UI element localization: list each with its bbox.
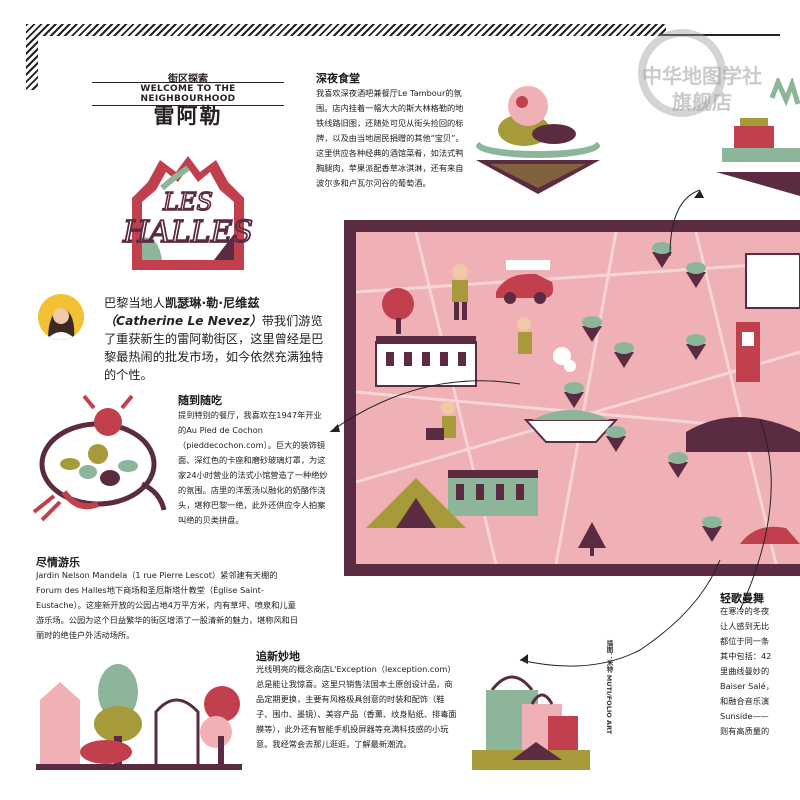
- intro-prefix: 巴黎当地人: [104, 296, 165, 310]
- section-eat-title: 随到随吃: [178, 394, 222, 407]
- watermark: 中华地图学社 旗舰店: [612, 18, 792, 128]
- les-halles-logo: LES HALLES: [121, 156, 254, 270]
- dance-line: Baiser Salé，: [720, 681, 774, 691]
- park-illustration: [36, 664, 242, 770]
- intro-paragraph: 巴黎当地人凯瑟琳·勒·尼维兹 （Catherine Le Nevez）带我们游览了…: [104, 294, 328, 384]
- map-illustration: [356, 232, 800, 564]
- page-title: 雷阿勒: [153, 104, 223, 128]
- top-rule: [660, 34, 780, 36]
- hatched-border-top: [26, 24, 666, 36]
- avatar: [38, 294, 84, 340]
- intro-text: 带我们游览了重获新生的雷阿勒街区，这里曾经是巴黎最热闹的批发市场，如今依然充满独…: [104, 314, 324, 382]
- dance-line: 都位于同一条: [720, 636, 770, 646]
- intro-name-cn: 凯瑟琳·勒·尼维兹: [164, 296, 260, 310]
- logo-line2: HALLES: [122, 215, 253, 250]
- dance-line: 和融合音乐演: [720, 696, 770, 706]
- shop-illustration: [472, 675, 590, 770]
- hatched-border-left: [26, 24, 38, 90]
- logo-line1: LES: [162, 188, 213, 216]
- top-right-dish-illustration: [716, 78, 800, 196]
- watermark-line1: 中华地图学社: [642, 64, 762, 88]
- dance-line: 里曲线曼妙的: [720, 666, 770, 676]
- kicker-cn: 街区探索: [168, 74, 208, 85]
- section-eat-body: 提到特别的餐厅，我喜欢在1947年开业的Au Pied de Cochon（pi…: [178, 410, 328, 525]
- watermark-line2: 旗舰店: [672, 90, 732, 114]
- dance-line: Sunside——: [720, 711, 769, 721]
- dance-line: 让人感到无比: [720, 621, 770, 631]
- section-play-title: 尽情游乐: [36, 556, 80, 569]
- section-dance-title: 轻歌曼舞: [720, 592, 764, 605]
- dance-line: 在寒冷的冬夜: [720, 606, 770, 616]
- dance-line: 其中包括：42: [720, 651, 772, 661]
- late-night-dish-illustration: [476, 86, 600, 194]
- section-dance-body: 在寒冷的冬夜 让人感到无比 都位于同一条 其中包括：42 里曲线曼妙的 Bais…: [720, 604, 800, 739]
- map-area: [356, 232, 800, 564]
- section-late-night-title: 深夜食堂: [316, 72, 360, 85]
- watermark-circle-icon: [638, 29, 726, 117]
- section-shop-body: 光线明亮的概念商店L'Exception（lexception.com）总是能让…: [256, 664, 457, 749]
- kicker-en: WELCOME TO THE NEIGHBOURHOOD: [92, 82, 284, 106]
- section-shop-title: 追新妙地: [256, 650, 300, 663]
- illustration-credit: 插图：米特 MUTI/FOLIO ART: [605, 640, 613, 735]
- dance-line: 则有高质量的: [720, 726, 770, 736]
- seafood-platter-illustration: [32, 394, 167, 522]
- section-late-night-body: 我喜欢深夜酒吧兼餐厅Le Tambour的氛围。店内挂着一幅大大的斯大林格勒的地…: [316, 88, 464, 188]
- intro-name-en: （Catherine Le Nevez）: [104, 314, 262, 328]
- portrait-icon: [46, 308, 76, 340]
- section-play-body: Jardin Nelson Mandela（1 rue Pierre Lesco…: [36, 570, 299, 640]
